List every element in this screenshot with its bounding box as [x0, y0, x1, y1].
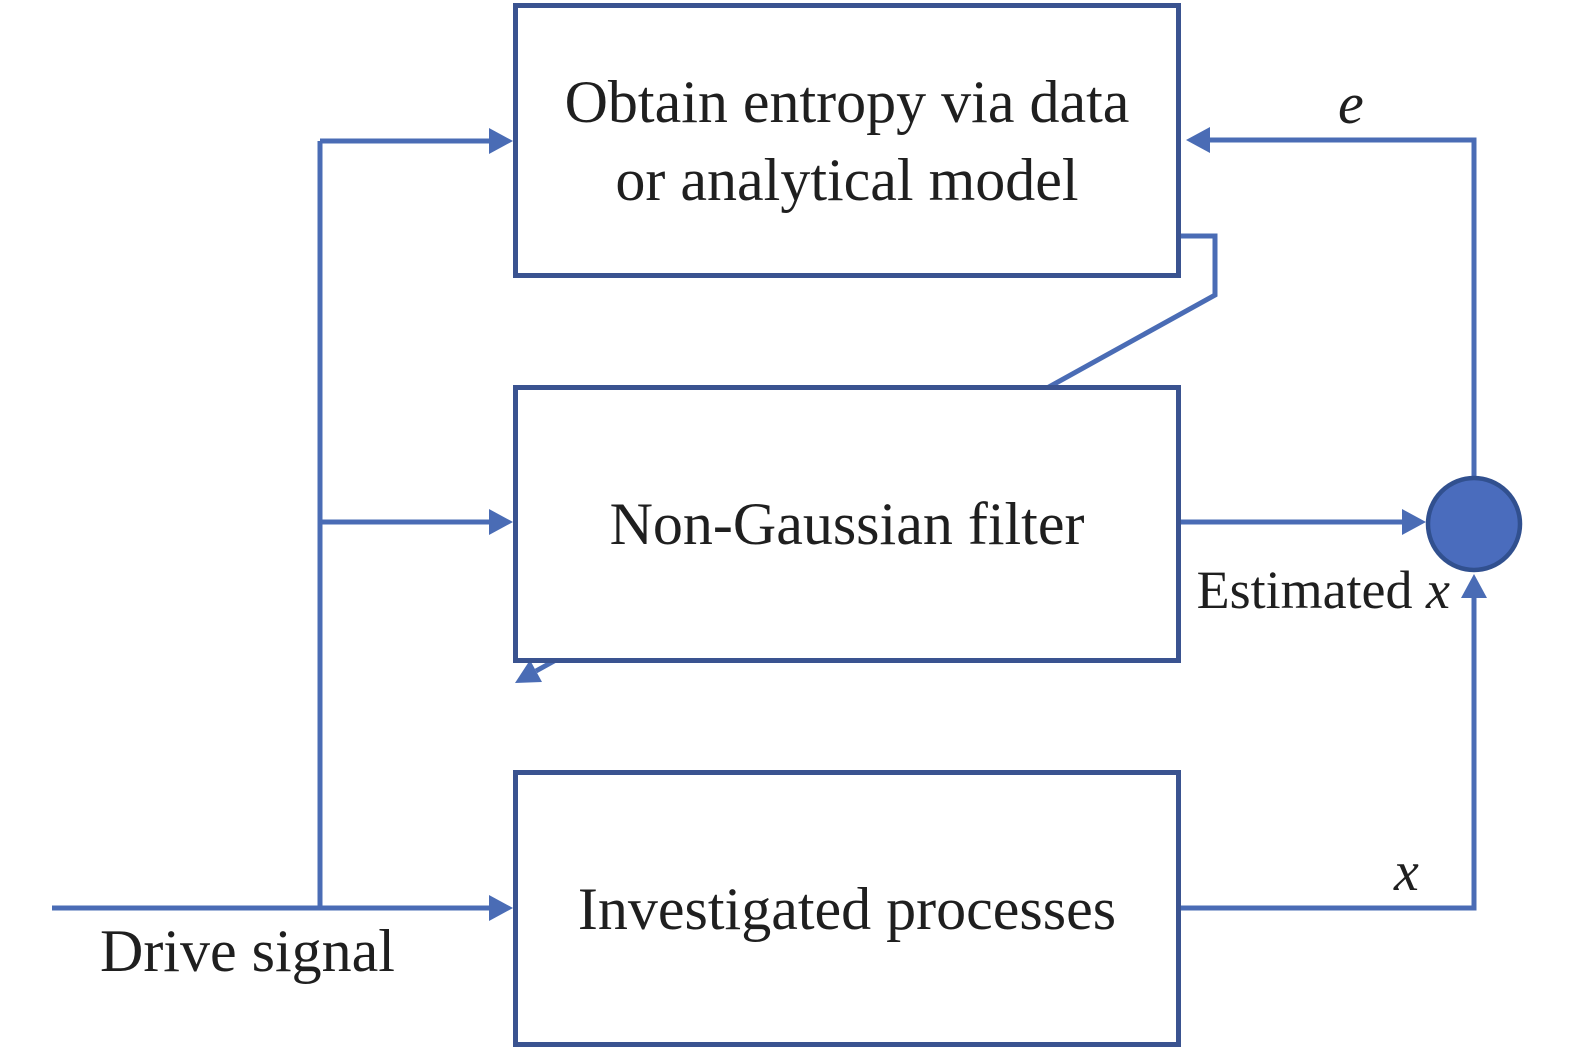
error-signal-label: e [1338, 71, 1364, 136]
filter-box-label: Non-Gaussian filter [609, 491, 1085, 557]
estimated-x-label-variable: x [1426, 560, 1450, 620]
drive-signal-arrowhead [489, 895, 513, 921]
filter-box: Non-Gaussian filter [513, 385, 1181, 663]
entropy-input-arrowhead [489, 128, 513, 154]
estimated-output-arrowhead [1402, 509, 1426, 535]
processes-box: Investigated processes [513, 770, 1181, 1047]
error-feedback-arrowhead [1186, 127, 1210, 153]
summing-junction [1425, 475, 1523, 573]
entropy-box: Obtain entropy via data or analytical mo… [513, 3, 1181, 278]
processes-box-label: Investigated processes [577, 875, 1117, 942]
entropy-to-filter-arrowhead [515, 660, 542, 683]
filter-input-arrowhead [489, 509, 513, 535]
x-output-arrowhead [1461, 574, 1487, 598]
entropy-box-label: Obtain entropy via data or analytical mo… [564, 68, 1130, 213]
x-output-line [1181, 598, 1477, 911]
x-signal-label: x [1394, 841, 1419, 903]
drive-signal-label: Drive signal [100, 918, 395, 984]
estimated-x-label-text: Estimated [1196, 560, 1427, 620]
error-feedback-line [1210, 137, 1477, 478]
estimated-x-label: Estimated x [1185, 560, 1450, 620]
